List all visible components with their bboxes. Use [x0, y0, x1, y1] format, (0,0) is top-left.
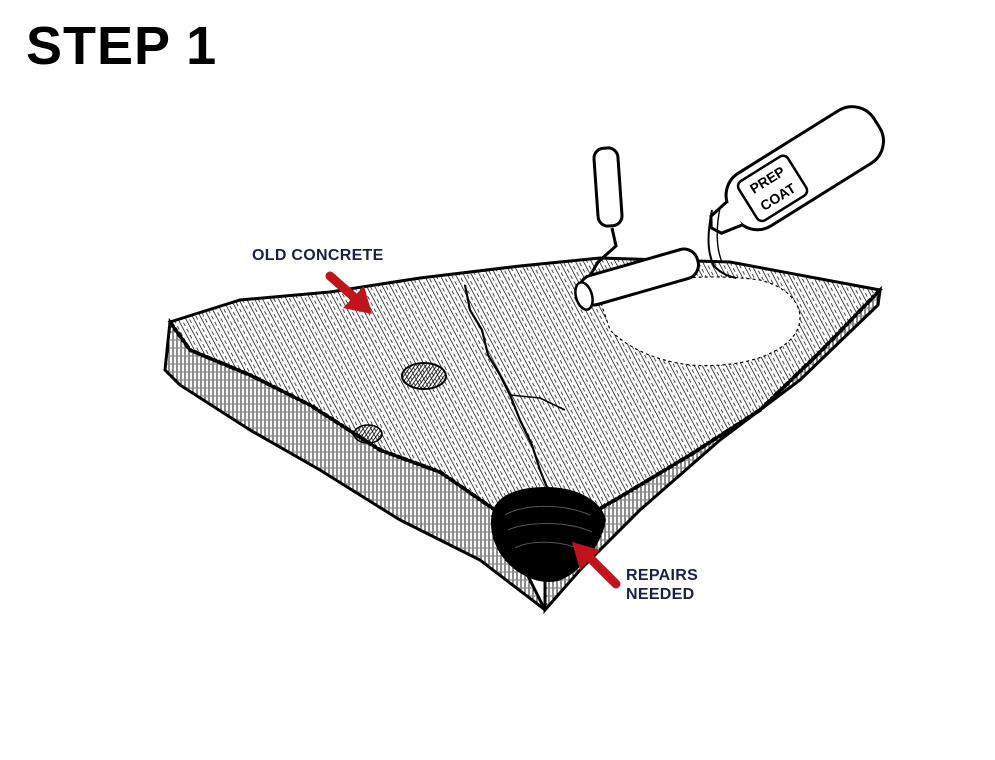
red-arrow-icon [572, 542, 621, 589]
step-title: STEP 1 [26, 16, 218, 76]
bottle-label [736, 154, 809, 223]
paint-roller-icon [574, 146, 700, 311]
repairs-needed-callout: REPAIRS NEEDED [626, 566, 698, 604]
primed-area [599, 276, 801, 367]
red-arrow-icon [325, 271, 372, 314]
bottle-neck [709, 200, 743, 235]
old-concrete-callout: OLD CONCRETE [252, 247, 384, 264]
small-pothole [401, 362, 447, 390]
crack-branch [509, 394, 566, 411]
edge-chip [353, 424, 383, 444]
concrete-slab [163, 256, 884, 614]
roller-end-cap [574, 281, 594, 311]
pouring-liquid [707, 209, 737, 279]
bottle-body [724, 105, 885, 232]
prep-coat-bottle-icon: PREP COAT [709, 105, 885, 235]
repairs-line2: NEEDED [626, 586, 695, 603]
slab-left-face [163, 317, 547, 612]
pouring-liquid-inner [716, 207, 723, 263]
repairs-line1: REPAIRS [626, 567, 699, 584]
roller-handle [592, 146, 624, 228]
